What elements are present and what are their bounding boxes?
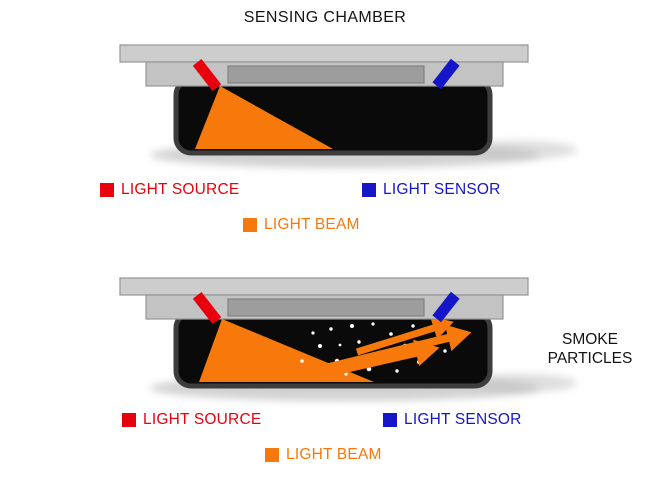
light-source-swatch xyxy=(122,413,136,427)
legend-light-sensor-label: LIGHT SENSOR xyxy=(404,411,522,428)
smoke-particles-label: SMOKE PARTICLES xyxy=(547,331,633,367)
scattered-light-arrows xyxy=(304,316,472,382)
legend-light-sensor-label: LIGHT SENSOR xyxy=(383,181,501,198)
legend-light-beam: LIGHT BEAM xyxy=(243,216,360,234)
legend-light-source-label: LIGHT SOURCE xyxy=(143,411,262,428)
chamber-clear-air xyxy=(119,44,577,168)
light-source-swatch xyxy=(100,183,114,197)
light-sensor-swatch xyxy=(362,183,376,197)
light-beam-shape xyxy=(195,86,333,149)
chamber-with-smoke xyxy=(119,277,577,401)
legend-light-source-2: LIGHT SOURCE xyxy=(122,411,261,429)
legend-light-sensor: LIGHT SENSOR xyxy=(362,181,501,199)
light-beam-swatch xyxy=(243,218,257,232)
diagram-title: SENSING CHAMBER xyxy=(243,9,407,26)
legend-light-sensor-2: LIGHT SENSOR xyxy=(383,411,522,429)
light-sensor-swatch xyxy=(383,413,397,427)
legend-light-source-label: LIGHT SOURCE xyxy=(121,181,240,198)
legend-light-beam-label: LIGHT BEAM xyxy=(286,446,382,463)
legend-light-beam-2: LIGHT BEAM xyxy=(265,446,382,464)
legend-light-beam-label: LIGHT BEAM xyxy=(264,216,360,233)
chamber-casing-front xyxy=(119,277,529,325)
legend-light-source: LIGHT SOURCE xyxy=(100,181,239,199)
chamber-casing-front xyxy=(119,44,529,92)
light-beam-swatch xyxy=(265,448,279,462)
